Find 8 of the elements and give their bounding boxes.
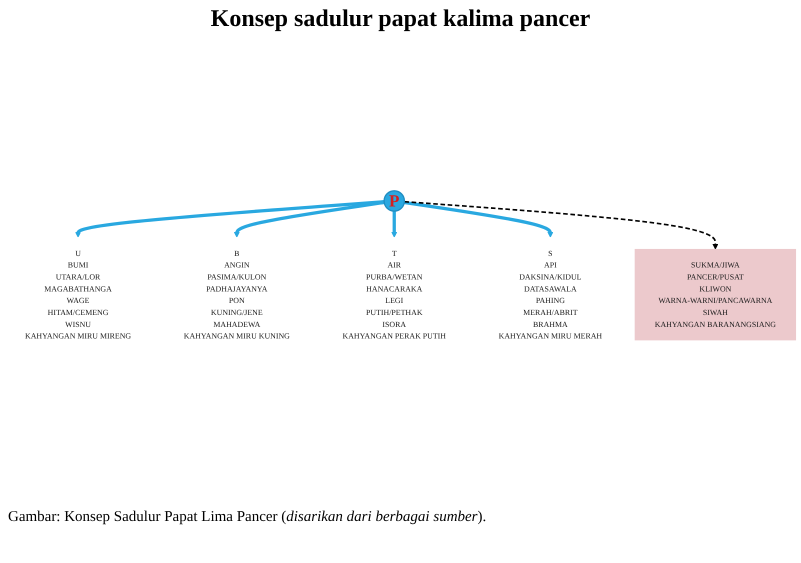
arrow bbox=[234, 200, 384, 238]
arrow bbox=[404, 200, 718, 250]
arrow bbox=[404, 200, 554, 238]
arrow bbox=[391, 211, 398, 238]
arrow bbox=[75, 200, 384, 238]
title: Konsep sadulur papat kalima pancer bbox=[210, 6, 592, 33]
node-circle: P bbox=[383, 190, 406, 212]
caption: Gambar: Konsep Sadulur Papat Lima Pancer (disarikan dari berbagai sumber). bbox=[8, 509, 488, 526]
